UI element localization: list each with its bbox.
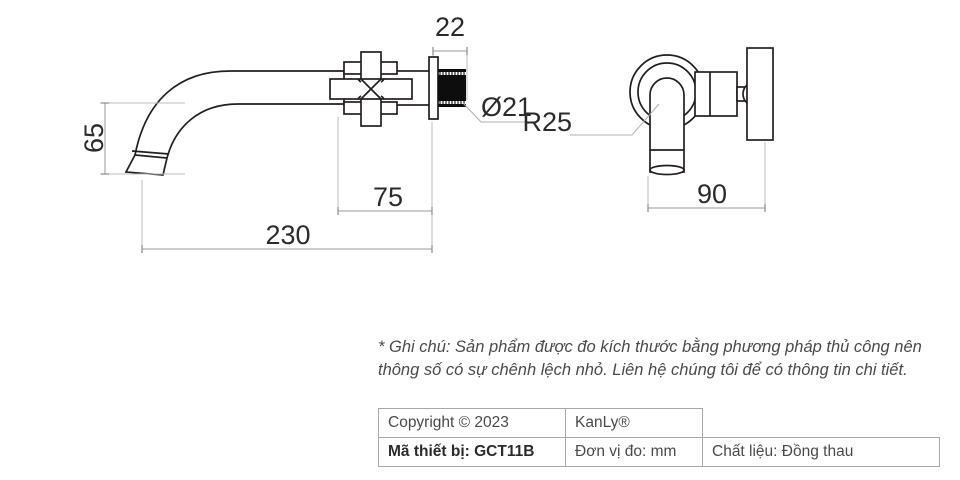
spout-outlet-ellipse	[649, 164, 685, 176]
dim-label-height: 65	[79, 123, 109, 153]
cell-copyright: Copyright © 2023	[378, 408, 566, 438]
leader-line-diameter	[462, 102, 527, 123]
valve-body-side	[694, 71, 738, 117]
side-view-dimensions: R25 90	[522, 103, 766, 212]
cell-material: Chất liệu: Đồng thau	[702, 437, 940, 467]
dim-label-radius: R25	[522, 107, 572, 137]
dim-label-total: 230	[265, 220, 310, 250]
table-row: Copyright © 2023 KanLy®	[378, 408, 940, 438]
front-view-geometry	[124, 51, 466, 176]
dim-label-body: 75	[373, 182, 403, 212]
dim-label-diameter: Ø21	[481, 92, 532, 122]
leader-line-radius	[570, 103, 660, 136]
cell-empty	[703, 409, 940, 438]
spout-tip-seam	[131, 150, 170, 155]
cell-device-code: Mã thiết bị: GCT11B	[378, 437, 566, 467]
cross-handle-fillets	[357, 78, 385, 100]
handle-bar-side	[746, 47, 774, 141]
cell-unit: Đơn vị đo: mm	[565, 437, 703, 467]
mounting-flange	[428, 56, 439, 120]
cross-handle-hub	[360, 78, 382, 100]
thread-band-top	[438, 69, 466, 72]
side-view-geometry	[629, 47, 774, 176]
cell-brand: KanLy®	[565, 408, 703, 438]
spout-inner-curve	[166, 103, 344, 159]
disclaimer-note: * Ghi chú: Sản phẩm được đo kích thước b…	[378, 338, 922, 379]
title-block-table: Copyright © 2023 KanLy® Mã thiết bị: GCT…	[378, 408, 940, 467]
spout-tip	[124, 154, 169, 176]
spout-side-tube	[649, 77, 685, 173]
table-row: Mã thiết bị: GCT11B Đơn vị đo: mm Chất l…	[378, 437, 940, 467]
front-view-dimensions: 65 22 Ø21 75 230	[79, 12, 532, 253]
dim-label-thread: 22	[435, 12, 465, 42]
thread-hatching	[439, 71, 465, 105]
dim-label-projection: 90	[697, 179, 727, 209]
thread-band-bottom	[438, 104, 466, 107]
spout-outer-curve	[134, 70, 344, 156]
